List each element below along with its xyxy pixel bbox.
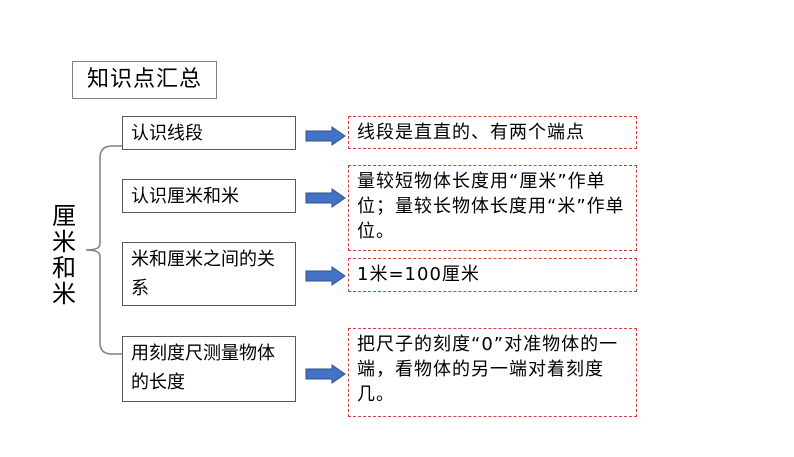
right-arrow-icon [305,188,346,208]
detail-box-relationship: 1米=100厘米 [348,258,637,292]
right-arrow-icon [305,364,346,384]
topic-box-relationship: 米和厘米之间的关系 [122,242,296,306]
detail-box-cm-and-m: 量较短物体长度用“厘米”作单位；量较长物体长度用“米”作单位。 [348,165,637,251]
page-title: 知识点汇总 [72,61,217,99]
right-arrow-icon [305,266,346,286]
detail-box-measuring: 把尺子的刻度“0”对准物体的一端，看物体的另一端对着刻度几。 [348,328,637,417]
detail-box-line-segment: 线段是直直的、有两个端点 [348,116,637,149]
topic-box-measuring: 用刻度尺测量物体的长度 [122,336,296,402]
root-label: 厘米和米 [52,202,76,308]
topic-box-cm-and-m: 认识厘米和米 [122,179,296,213]
topic-box-line-segment: 认识线段 [122,116,296,150]
right-arrow-icon [305,126,346,146]
